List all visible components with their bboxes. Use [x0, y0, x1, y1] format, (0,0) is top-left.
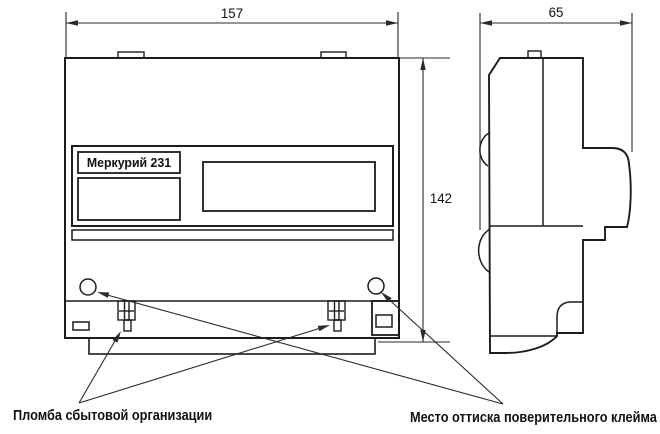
dim-arrow-top	[420, 58, 426, 70]
front-top-tab-right	[320, 51, 347, 59]
display-window	[202, 161, 376, 212]
stamp-circle-right	[367, 277, 385, 295]
dim-width-value: 157	[220, 5, 244, 21]
dim-arrow-left	[66, 20, 78, 26]
dim-width-157	[65, 12, 399, 57]
seal-screw-right	[327, 300, 346, 332]
dim-arrow-right	[620, 20, 632, 26]
side-top-tab	[527, 50, 542, 59]
dim-depth-value: 65	[548, 4, 564, 20]
seal-callout-label: Пломба сбытовой организации	[13, 407, 213, 424]
slot-left	[72, 321, 90, 331]
dim-arrow-left	[480, 20, 492, 26]
dim-depth-65	[479, 13, 633, 230]
leader-arrow	[381, 292, 392, 303]
stamp-callout-label: Место оттиска поверительного клейма	[410, 409, 657, 426]
dim-arrow-bottom	[420, 330, 426, 342]
corner-box-right	[371, 300, 400, 336]
dim-height-142	[378, 57, 450, 343]
slot-right	[375, 314, 393, 328]
nameplate-box	[77, 151, 181, 174]
seal-screw-left	[117, 300, 136, 332]
side-view	[477, 50, 632, 354]
device-nameplate-label: Меркурий 231	[86, 155, 172, 170]
side-body-outline	[488, 57, 632, 354]
front-top-tab-left	[117, 51, 145, 59]
din-clip-lower	[477, 228, 491, 273]
front-panel-bottom-strip	[71, 229, 394, 241]
leader-arrow	[112, 331, 121, 343]
front-body-outline	[64, 57, 400, 339]
bottom-lip	[88, 337, 376, 355]
dim-arrow-right	[386, 20, 398, 26]
front-face-panel	[71, 145, 394, 227]
din-clip-upper	[479, 132, 490, 167]
info-box	[77, 177, 181, 221]
dim-height-value: 142	[429, 190, 453, 206]
leader-stamp	[97, 292, 504, 405]
side-foot-notch	[556, 301, 583, 333]
leader-seal	[78, 325, 330, 404]
leader-arrow	[97, 292, 110, 298]
leader-arrow	[317, 325, 330, 332]
front-view	[64, 51, 400, 355]
stamp-circle-left	[79, 278, 97, 296]
